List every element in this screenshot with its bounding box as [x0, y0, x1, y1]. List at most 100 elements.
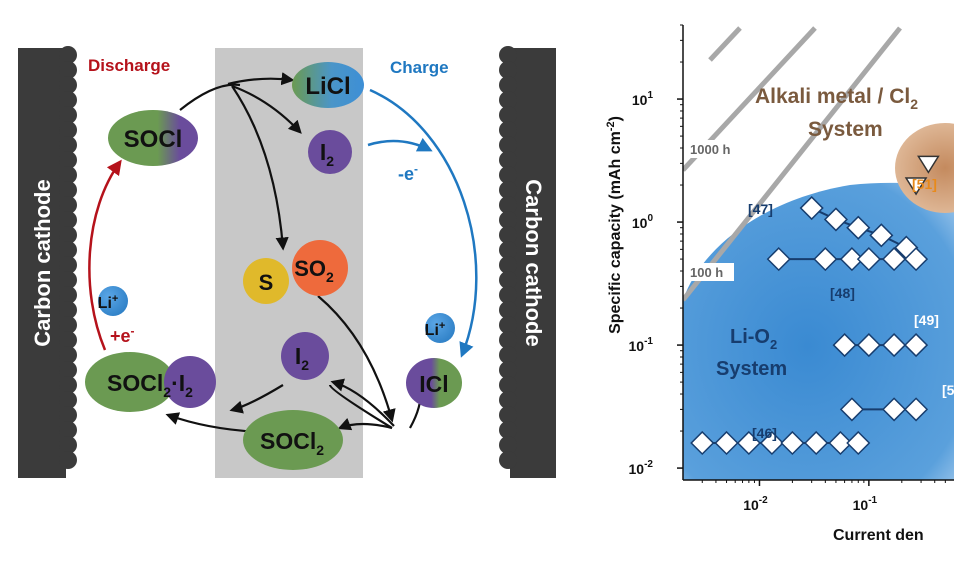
li-ion-left: Li+: [98, 286, 128, 316]
hub-to-licl-arrow: [227, 72, 295, 86]
alkali-system-word: System: [808, 118, 883, 141]
data-point-diamond: [823, 207, 848, 232]
ref-46: [46]: [752, 425, 777, 441]
data-point-diamond: [839, 247, 864, 272]
svg-text:SOCl2·I2: SOCl2·I2: [107, 370, 193, 400]
discharge-label: Discharge: [88, 56, 170, 75]
right-electrode-label: Carbon cathode: [521, 179, 546, 346]
electrode-bump: [59, 301, 77, 319]
electrode-bump: [59, 211, 77, 229]
electrode-bump: [59, 346, 77, 364]
electrode-bump: [499, 406, 517, 424]
data-point-diamond: [856, 333, 881, 358]
licl-molecule: LiCl: [292, 62, 364, 108]
electrode-bump: [499, 346, 517, 364]
svg-text:I2: I2: [320, 139, 334, 169]
electrode-bump: [499, 421, 517, 439]
data-point-diamond: [846, 215, 871, 240]
electrode-bump: [499, 241, 517, 259]
data-point-diamond: [832, 333, 857, 358]
electrode-bump: [499, 151, 517, 169]
electrode-bump: [499, 196, 517, 214]
electrode-bump: [59, 391, 77, 409]
charge-label: Charge: [390, 58, 449, 77]
electrode-bump: [499, 451, 517, 469]
label-100h: 100 h: [690, 265, 723, 280]
electrode-bump: [59, 376, 77, 394]
i2-to-complex-arrow: [229, 384, 284, 414]
right-electrode: Carbon cathode: [499, 46, 556, 478]
electrode-bump: [499, 121, 517, 139]
data-point-diamond: [690, 430, 715, 456]
left-electrode: Carbon cathode: [18, 46, 77, 478]
data-point-diamond: [869, 223, 894, 248]
data-point-diamond: [714, 430, 739, 456]
data-point-diamond: [799, 195, 824, 221]
electrode-bump: [59, 271, 77, 289]
y-tick-label: 10-1: [629, 336, 654, 354]
svg-text:SOCl: SOCl: [124, 126, 183, 153]
electrode-bump: [59, 76, 77, 94]
data-point-diamond: [780, 430, 805, 456]
electrode-bump: [499, 61, 517, 79]
electrode-bump: [499, 331, 517, 349]
to-i2-arrow: [330, 378, 395, 427]
x-tick-label: 10-2: [743, 495, 768, 513]
electrode-bump: [59, 241, 77, 259]
lio2-system-word: System: [716, 358, 787, 380]
label-1000h: 1000 h: [690, 142, 731, 157]
so2-to-socl2-arrow: [317, 295, 396, 423]
data-point-triangle: [917, 155, 940, 174]
lio2-system-label: Li-O2: [730, 326, 777, 352]
svg-text:SO2: SO2: [294, 256, 334, 285]
data-point-diamond: [804, 430, 829, 456]
series-layer: [690, 155, 940, 456]
socl2-molecule: SOCl2: [243, 410, 343, 470]
icl-molecule: ICl: [406, 358, 462, 408]
socl-to-hub-line: [179, 83, 241, 111]
data-point-diamond: [759, 430, 784, 456]
data-point-diamond: [736, 430, 761, 456]
data-point-diamond: [846, 430, 871, 456]
electrode-bump: [499, 376, 517, 394]
y-tick-label: 100: [632, 213, 654, 231]
i2-mid-molecule: I2: [281, 332, 329, 380]
ref-48: [48]: [830, 285, 855, 301]
electrode-bump: [59, 106, 77, 124]
electrode-bump: [59, 286, 77, 304]
data-point-diamond: [882, 247, 907, 272]
left-electrode-label: Carbon cathode: [30, 179, 55, 346]
socl-molecule: SOCl: [108, 110, 198, 166]
data-point-diamond: [882, 333, 907, 358]
hub-to-i2-arrow: [231, 84, 302, 134]
electrode-bump: [59, 151, 77, 169]
svg-text:Li+: Li+: [425, 320, 446, 339]
electrode-bump: [59, 46, 77, 64]
electrode-bump: [59, 196, 77, 214]
electrode-bump: [59, 361, 77, 379]
x-axis-label: Current den: [833, 527, 924, 544]
electrode-bump: [499, 301, 517, 319]
electrode-bump: [499, 46, 517, 64]
electrode-bump: [59, 136, 77, 154]
socl2-i2-complex: SOCl2·I2: [85, 352, 216, 412]
ref-51: [51]: [912, 176, 937, 192]
li-ion-right: Li+: [425, 313, 455, 343]
electrode-bump: [499, 391, 517, 409]
data-point-diamond: [856, 247, 881, 272]
line-10000h: [708, 26, 742, 62]
minus-electron-label: -e-: [398, 162, 418, 184]
data-point-diamond: [904, 247, 929, 272]
electrode-bump: [59, 256, 77, 274]
to-socl2-arrow: [337, 417, 393, 431]
electrode-bump: [499, 316, 517, 334]
svg-text:LiCl: LiCl: [305, 73, 350, 100]
s-so2-molecule: S SO2: [243, 240, 348, 304]
electrode-bump: [499, 361, 517, 379]
electrode-bump: [59, 406, 77, 424]
